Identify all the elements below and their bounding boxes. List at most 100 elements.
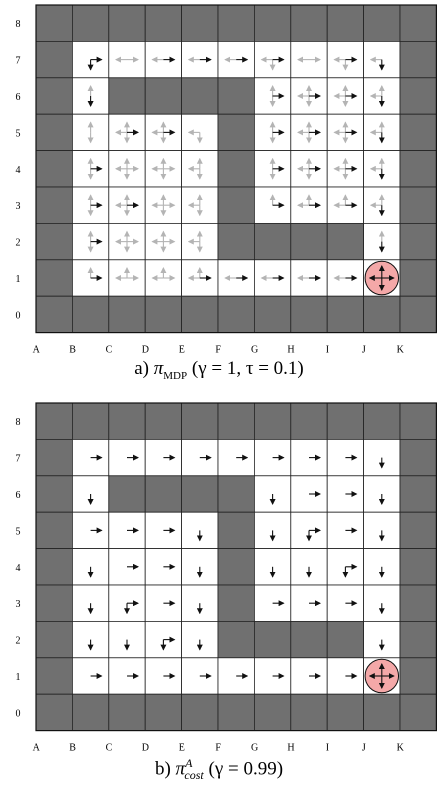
grid-cell <box>253 548 292 586</box>
policy-cell-E1 <box>187 267 212 281</box>
wall-cell <box>399 584 437 622</box>
col-label-F: F <box>215 743 221 753</box>
row-label-7: 7 <box>16 454 21 465</box>
policy-cell-C3 <box>124 600 139 615</box>
wall-cell <box>290 295 328 334</box>
col-label-J: J <box>362 743 366 753</box>
policy-cell-D4 <box>151 157 176 180</box>
wall-cell <box>399 402 437 440</box>
wall-cell <box>35 657 73 695</box>
col-label-D: D <box>142 743 149 753</box>
col-label-B: B <box>69 345 76 355</box>
caption-b: b) πAcost (γ = 0.99) <box>0 756 438 783</box>
policy-cell-B3 <box>87 194 103 217</box>
col-label-A: A <box>33 743 41 753</box>
row-label-5: 5 <box>16 526 21 537</box>
grid-cell <box>181 548 219 586</box>
wall-cell <box>253 693 292 732</box>
policy-cell-H5 <box>306 527 321 542</box>
grid-cell <box>326 41 365 79</box>
wall-cell <box>399 620 437 659</box>
wall-cell <box>326 693 365 732</box>
col-label-K: K <box>397 345 405 355</box>
goal-marker <box>364 260 400 296</box>
wall-cell <box>108 295 146 334</box>
wall-cell <box>399 186 437 224</box>
policy-cell-H4 <box>297 157 321 180</box>
row-label-3: 3 <box>16 201 21 212</box>
wall-cell <box>253 4 292 42</box>
row-label-0: 0 <box>16 310 21 321</box>
wall-cell <box>399 475 437 513</box>
wall-cell <box>399 439 437 477</box>
wall-cell <box>217 511 255 549</box>
wall-cell <box>108 4 146 42</box>
grid-border <box>35 402 437 732</box>
policy-cell-J3 <box>369 194 385 217</box>
policy-cell-D1 <box>151 267 176 281</box>
wall-cell <box>35 548 73 586</box>
wall-cell <box>144 475 182 513</box>
wall-cell <box>35 620 73 659</box>
row-label-4: 4 <box>16 563 21 574</box>
wall-cell <box>72 402 110 440</box>
wall-cell <box>326 4 365 42</box>
policy-cell-B7 <box>87 56 103 71</box>
wall-cell <box>35 295 73 334</box>
wall-cell <box>399 222 437 261</box>
col-label-E: E <box>179 743 185 753</box>
wall-cell <box>181 693 219 732</box>
row-label-6: 6 <box>16 92 21 103</box>
policy-cell-I6 <box>333 85 358 107</box>
wall-cell <box>35 150 73 188</box>
grid-cell <box>363 77 401 115</box>
wall-cell <box>108 693 146 732</box>
policy-cell-C4 <box>115 157 139 180</box>
wall-cell <box>35 402 73 440</box>
col-label-A: A <box>33 345 41 355</box>
wall-cell <box>399 548 437 586</box>
policy-cell-C5 <box>115 121 139 144</box>
grid-cell <box>253 657 292 695</box>
policy-cell-E4 <box>187 157 203 180</box>
wall-cell <box>363 4 401 42</box>
wall-cell <box>144 4 182 42</box>
caption-b-subscript: cost <box>184 768 204 783</box>
caption-b-params: (γ = 0.99) <box>208 758 284 780</box>
wall-cell <box>181 77 219 115</box>
policy-cell-G3 <box>269 194 285 209</box>
policy-cell-B2 <box>87 230 103 253</box>
wall-cell <box>326 222 365 261</box>
wall-cell <box>144 77 182 115</box>
policy-cell-B1 <box>87 267 103 281</box>
wall-cell <box>72 4 110 42</box>
col-label-C: C <box>106 345 113 355</box>
grid-cell <box>108 620 146 659</box>
wall-cell <box>35 475 73 513</box>
wall-cell <box>399 77 437 115</box>
policy-cell-I4 <box>342 563 358 578</box>
wall-cell <box>217 693 255 732</box>
grid-cell <box>181 620 219 659</box>
wall-cell <box>399 259 437 297</box>
col-label-H: H <box>287 743 294 753</box>
wall-cell <box>326 402 365 440</box>
wall-cell <box>217 620 255 659</box>
goal-marker <box>364 658 400 694</box>
wall-cell <box>217 77 255 115</box>
wall-cell <box>399 41 437 79</box>
wall-cell <box>35 259 73 297</box>
wall-cell <box>217 186 255 224</box>
wall-cell <box>290 693 328 732</box>
wall-cell <box>144 693 182 732</box>
grid-cell <box>363 620 401 659</box>
grid-cell <box>72 548 110 586</box>
wall-cell <box>253 620 292 659</box>
policy-cell-B4 <box>87 157 103 180</box>
col-label-I: I <box>326 743 329 753</box>
wall-cell <box>35 41 73 79</box>
row-label-3: 3 <box>16 599 21 610</box>
wall-cell <box>399 150 437 188</box>
